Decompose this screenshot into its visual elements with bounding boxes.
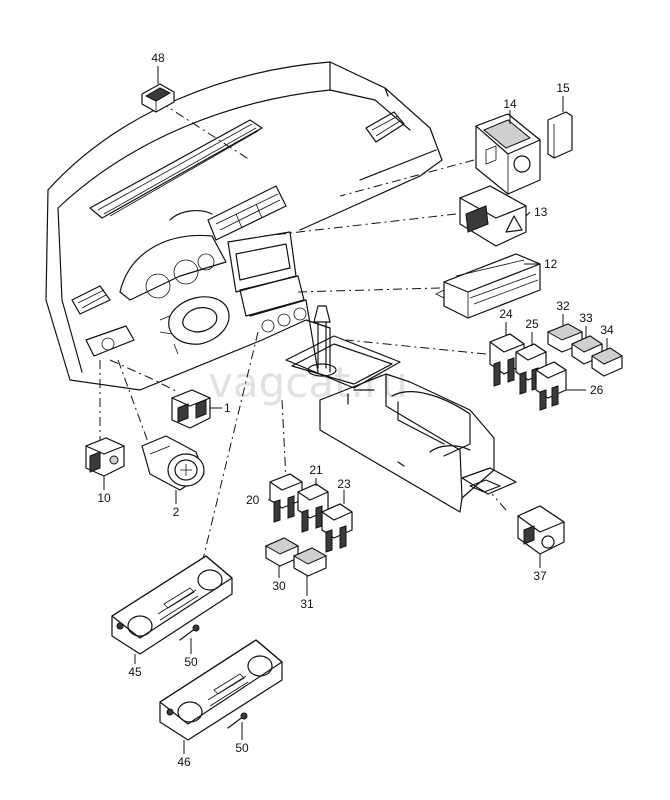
callout-50-lower: 50: [235, 741, 249, 755]
part-21-button: [297, 483, 329, 533]
callout-30: 30: [272, 579, 286, 593]
part-20-button: [269, 473, 303, 523]
callout-48: 48: [151, 51, 165, 65]
callout-14: 14: [503, 97, 517, 111]
callout-33: 33: [579, 311, 593, 325]
part-37-switch: [517, 505, 565, 555]
part-25-button: [515, 343, 547, 395]
part-10-switch: [85, 437, 125, 477]
callout-13: 13: [534, 205, 548, 219]
part-45-climate-control: [111, 555, 233, 655]
watermark: vagcat.ru: [208, 358, 408, 407]
callout-12: 12: [544, 257, 558, 271]
callout-10: 10: [97, 491, 111, 505]
callout-46: 46: [177, 755, 191, 769]
callout-31: 31: [300, 597, 314, 611]
part-1-switch: [171, 389, 211, 429]
callout-32: 32: [556, 299, 570, 313]
part-23-button: [321, 503, 353, 553]
callout-numbers: 48 14 15 13 12 24 25 32 33 34 26 1 10 2 …: [97, 51, 614, 769]
part-14-switch: [475, 113, 541, 195]
callout-21: 21: [309, 463, 323, 477]
callout-2: 2: [173, 505, 180, 519]
callout-1: 1: [224, 401, 231, 415]
part-48-sensor: [141, 83, 175, 113]
callout-45: 45: [128, 665, 142, 679]
part-13-hazard-switch: [459, 185, 527, 247]
part-2-light-switch: [141, 435, 205, 491]
part-50-screw-a: [179, 624, 200, 641]
callout-26: 26: [590, 383, 604, 397]
part-15-cover: [547, 111, 573, 159]
part-31-cap: [292, 547, 328, 577]
callout-23: 23: [337, 477, 351, 491]
label-leaders: [103, 66, 608, 754]
part-26-button: [535, 361, 567, 411]
part-46-climate-control: [159, 639, 283, 741]
dashboard-drawing: [45, 61, 517, 513]
callout-20: 20: [246, 493, 260, 507]
callout-50-upper: 50: [184, 655, 198, 669]
callout-37: 37: [533, 569, 547, 583]
leader-lines: [99, 101, 507, 589]
callout-25: 25: [525, 317, 539, 331]
callout-15: 15: [556, 81, 570, 95]
part-34-cap: [590, 347, 624, 377]
callout-24: 24: [499, 307, 513, 321]
callout-34: 34: [600, 323, 614, 337]
part-30-cap: [264, 537, 300, 567]
part-12-switch-strip: [435, 253, 541, 319]
part-50-screw-b: [227, 712, 248, 729]
